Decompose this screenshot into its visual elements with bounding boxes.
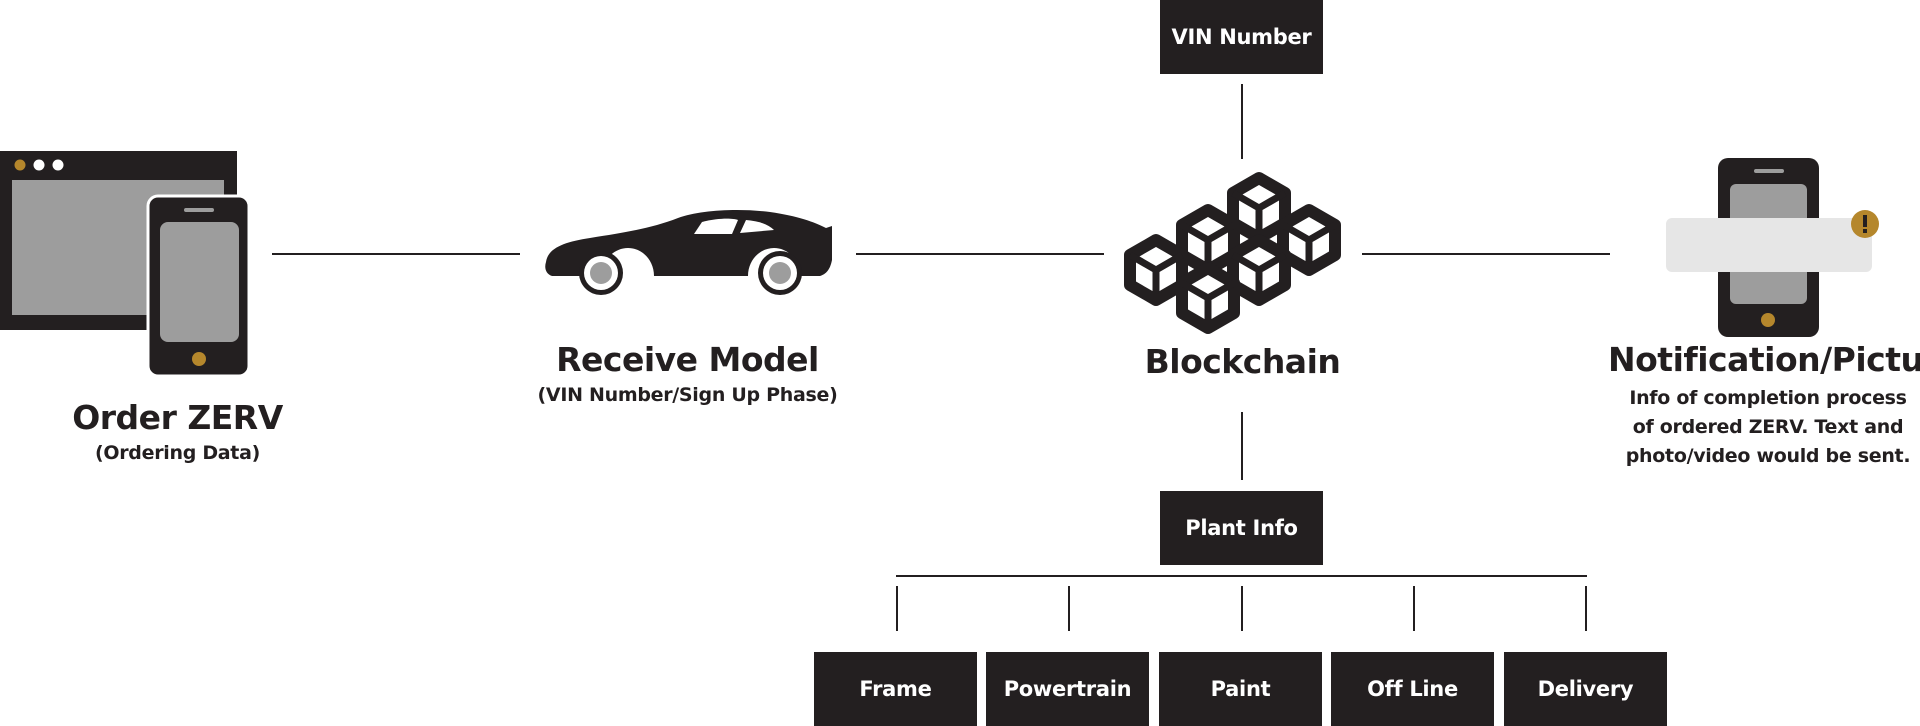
vin-number-box: VIN Number bbox=[1160, 0, 1323, 74]
tree-branch-off-line bbox=[1413, 586, 1415, 631]
plant-info-box: Plant Info bbox=[1160, 491, 1323, 565]
receive-model-subtitle: (VIN Number/Sign Up Phase) bbox=[537, 384, 838, 406]
order-zerv-title: Order ZERV bbox=[72, 398, 283, 437]
notification-description: Info of completion process of ordered ZE… bbox=[1625, 387, 1911, 467]
receive-model-title: Receive Model bbox=[556, 340, 819, 379]
notification-phone-icon bbox=[1666, 158, 1872, 337]
connector-receive-to-blockchain bbox=[856, 253, 1104, 255]
blockchain-title: Blockchain bbox=[1144, 342, 1341, 381]
order-zerv-subtitle: (Ordering Data) bbox=[95, 442, 260, 464]
alert-icon bbox=[1851, 210, 1879, 238]
delivery-box: Delivery bbox=[1504, 652, 1667, 726]
frame-box: Frame bbox=[814, 652, 977, 726]
connector-order-to-receive bbox=[272, 253, 520, 255]
tree-branch-paint bbox=[1241, 586, 1243, 631]
tree-horizontal-line bbox=[896, 575, 1587, 577]
tree-branch-delivery bbox=[1585, 586, 1587, 631]
connector-blockchain-to-notification bbox=[1362, 253, 1610, 255]
connector-blockchain-to-plant bbox=[1241, 412, 1243, 480]
smartphone-icon bbox=[146, 194, 251, 378]
connector-vin-to-blockchain bbox=[1241, 84, 1243, 159]
powertrain-box: Powertrain bbox=[986, 652, 1149, 726]
paint-box: Paint bbox=[1159, 652, 1322, 726]
tree-branch-frame bbox=[896, 586, 898, 631]
blockchain-cubes-icon bbox=[1118, 172, 1338, 332]
sports-car-icon bbox=[545, 210, 832, 295]
notification-title: Notification/Picture bbox=[1608, 340, 1920, 379]
off-line-box: Off Line bbox=[1331, 652, 1494, 726]
tree-branch-powertrain bbox=[1068, 586, 1070, 631]
